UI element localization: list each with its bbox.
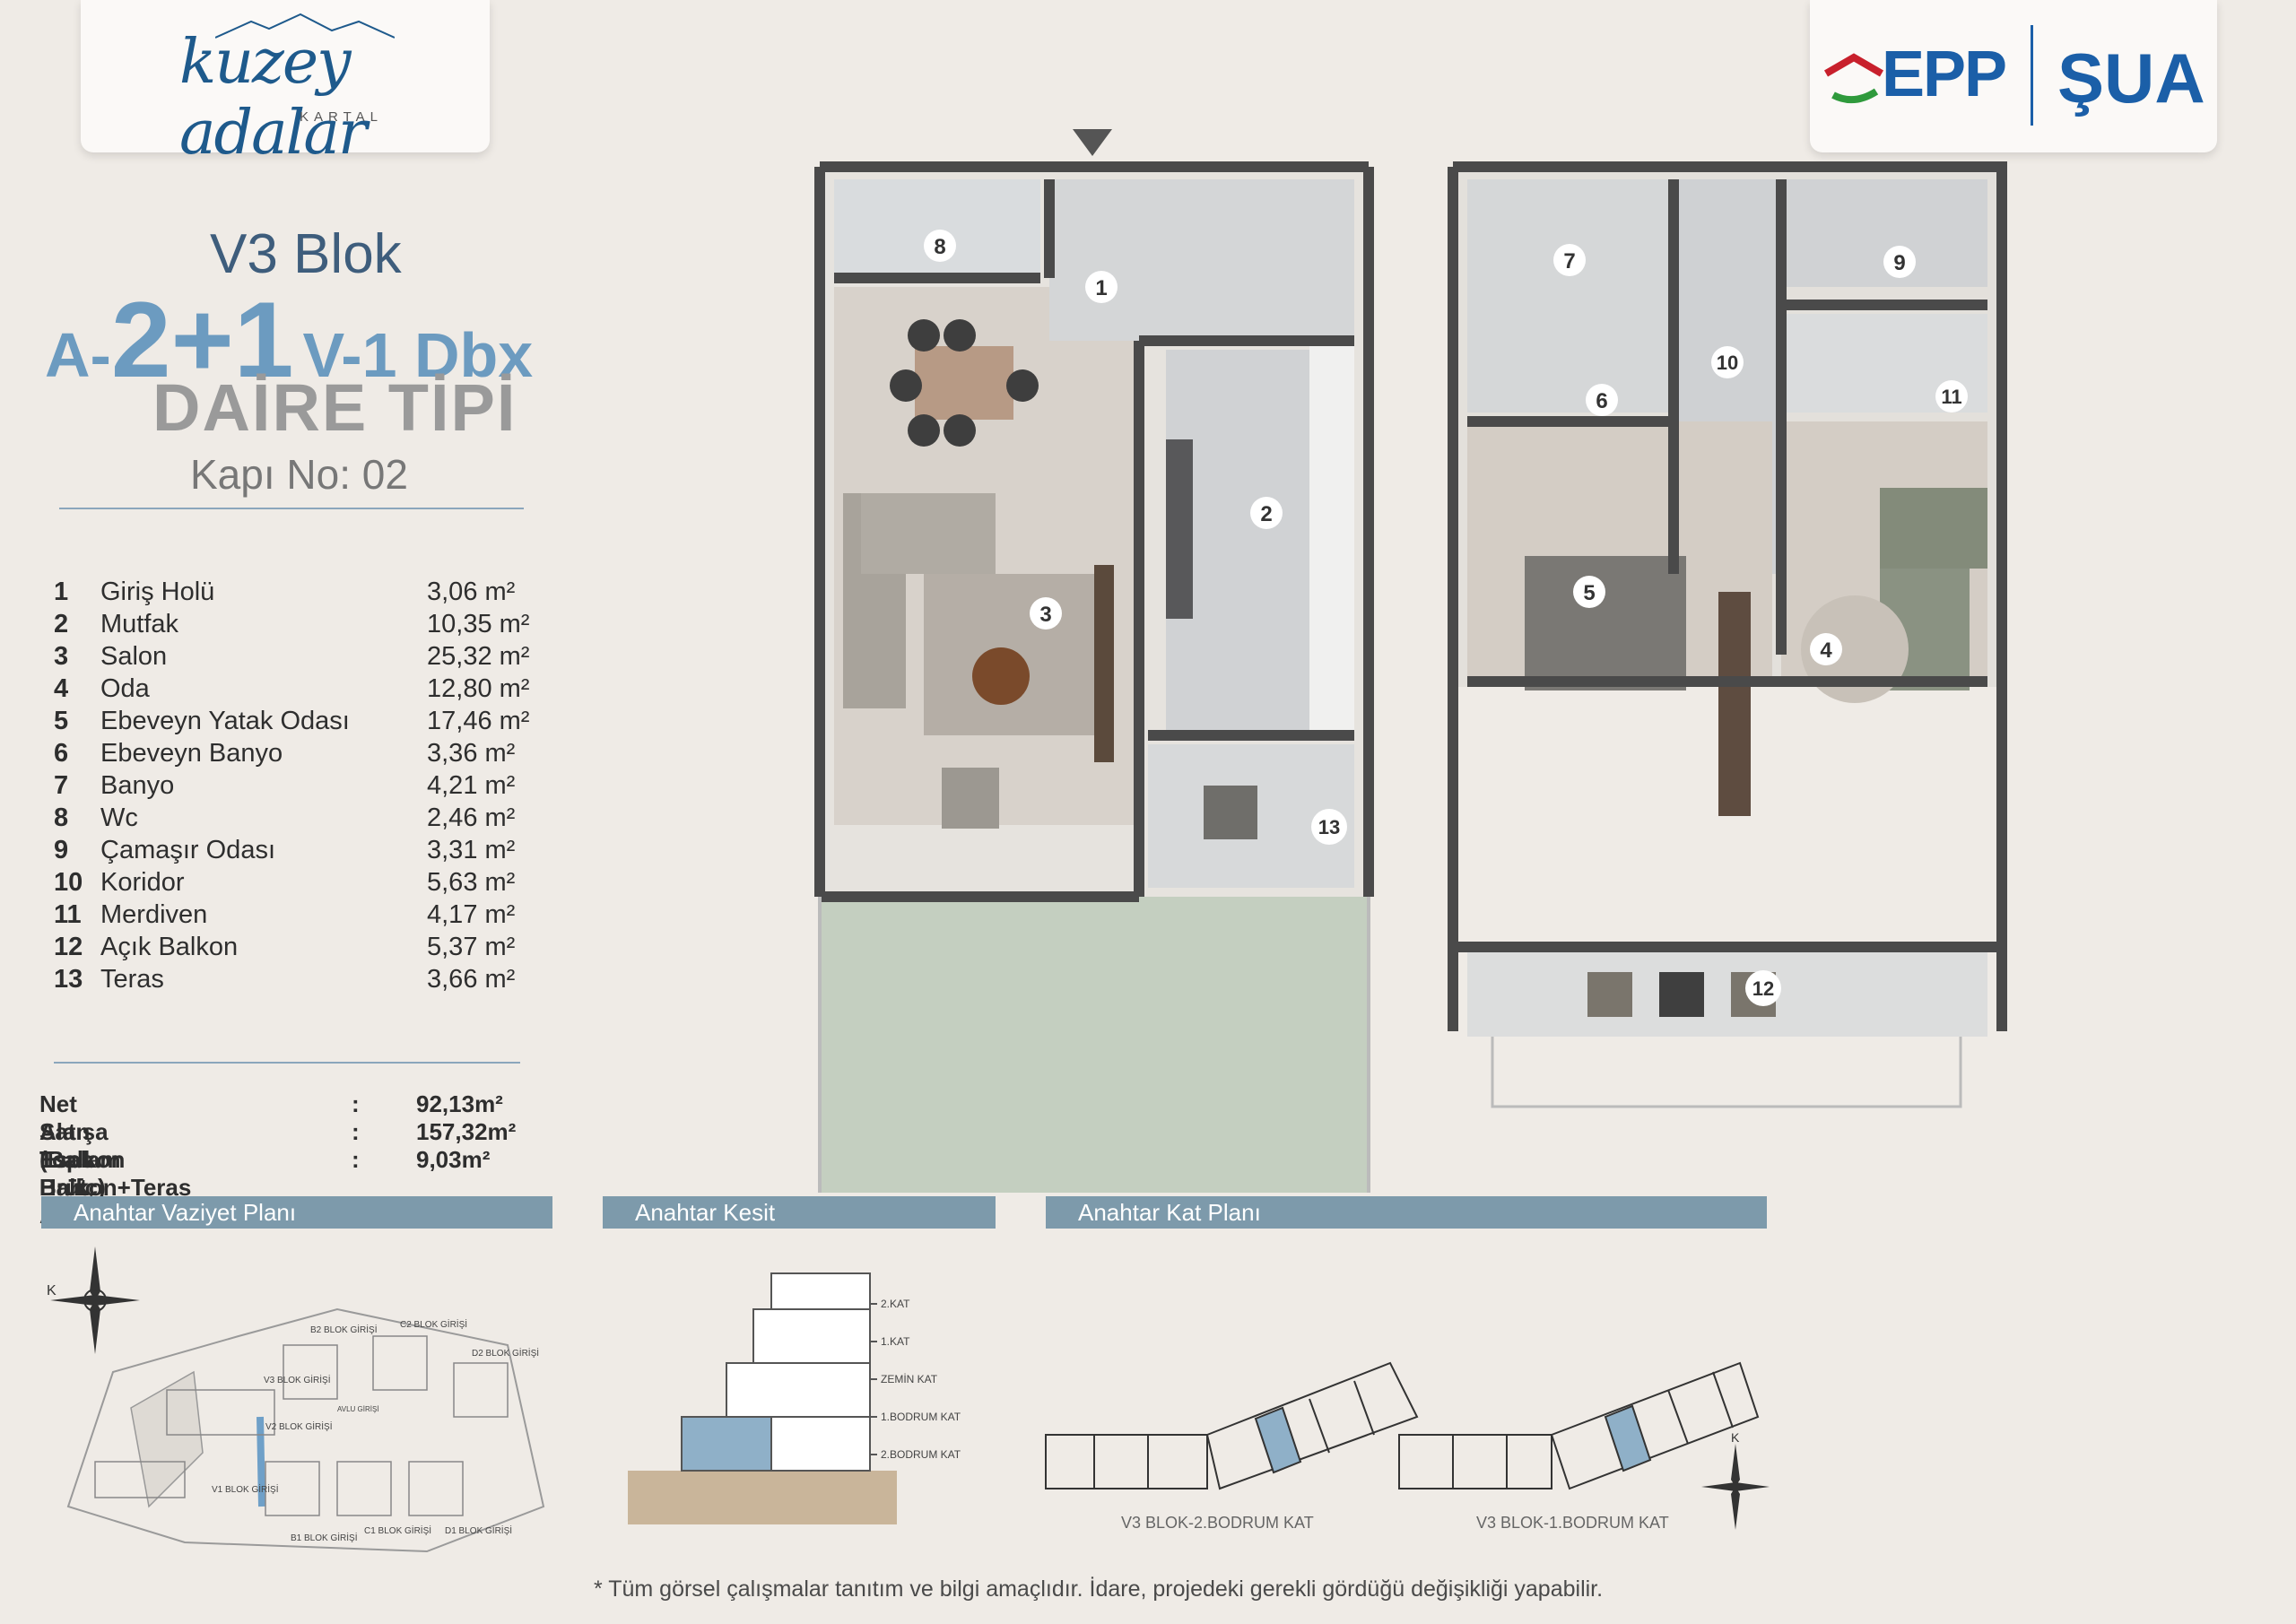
- site-label-d1: D1 BLOK GİRİŞİ: [445, 1524, 512, 1536]
- site-plan: K B2 BLOK GİRİŞİ C2 BLOK GİRİŞİ D2 BLOK …: [47, 1246, 545, 1553]
- level-label: 2.BODRUM KAT: [881, 1448, 961, 1461]
- entrance-arrow-icon: [1073, 129, 1112, 156]
- upper-floor-plan: [1448, 161, 2007, 1108]
- section-key-floor: Anahtar Kat Planı: [1046, 1196, 1767, 1229]
- plan-number-11: 11: [1941, 386, 1961, 408]
- site-label-v1: V1 BLOK GİRİŞİ: [212, 1483, 278, 1495]
- plan-number-12: 12: [1752, 977, 1774, 1000]
- site-label-b1: B1 BLOK GİRİŞİ: [291, 1532, 357, 1543]
- partner-sua: ŞUA: [2057, 39, 2205, 117]
- logo-subtext: KARTAL: [300, 109, 383, 125]
- type-main: 2+1: [110, 280, 294, 400]
- type-prefix: A-: [45, 320, 111, 390]
- partner-card: EPP ŞUA: [1810, 0, 2217, 152]
- site-label-c2: C2 BLOK GİRİŞİ: [400, 1318, 467, 1330]
- block-title: V3 Blok: [210, 223, 402, 285]
- key-floor-left-caption: V3 BLOK-2.BODRUM KAT: [1121, 1514, 1314, 1532]
- compass-icon: [1701, 1444, 1770, 1530]
- logo-mountains-icon: [215, 13, 395, 39]
- plan-number-4: 4: [1820, 638, 1832, 663]
- plan-number-13: 13: [1318, 816, 1340, 838]
- level-label: ZEMİN KAT: [881, 1373, 938, 1385]
- site-label-d2: D2 BLOK GİRİŞİ: [472, 1347, 539, 1359]
- site-label-avlu: AVLU GİRİŞİ: [337, 1405, 379, 1413]
- level-label: 2.KAT: [881, 1298, 910, 1310]
- level-label: 1.KAT: [881, 1335, 910, 1348]
- lower-floor-plan: [814, 161, 1374, 1193]
- key-floor-plans: V3 BLOK-2.BODRUM KAT V3 BLOK-1.BODRUM KA…: [1045, 1361, 1770, 1532]
- section-site-plan: Anahtar Vaziyet Planı: [41, 1196, 552, 1229]
- level-label: 1.BODRUM KAT: [881, 1411, 961, 1423]
- list-rule: [54, 1062, 520, 1064]
- plan-number-10: 10: [1717, 352, 1738, 374]
- site-label-v3: V3 BLOK GİRİŞİ: [264, 1374, 330, 1385]
- key-floor-right: V3 BLOK-1.BODRUM KAT: [1398, 1361, 1760, 1532]
- plan-number-8: 8: [934, 235, 945, 259]
- header-rule: [59, 508, 524, 509]
- door-number: Kapı No: 02: [190, 451, 408, 498]
- partner-divider: [2031, 25, 2033, 126]
- plan-number-7: 7: [1563, 249, 1575, 274]
- key-section: 2.KAT 1.KAT ZEMİN KAT 1.BODRUM KAT 2.BOD…: [628, 1272, 961, 1524]
- site-label-v2: V2 BLOK GİRİŞİ: [265, 1420, 332, 1432]
- key-floor-left: V3 BLOK-2.BODRUM KAT: [1045, 1361, 1419, 1532]
- site-north-label: K: [47, 1283, 57, 1298]
- site-label-b2: B2 BLOK GİRİŞİ: [310, 1324, 377, 1335]
- section-key-section: Anahtar Kesit: [603, 1196, 996, 1229]
- logo-card: kuzey adalar KARTAL: [81, 0, 490, 169]
- plan-room-markers: 1 2 3 4 5 6 7 8 9 10 11 12 13: [924, 230, 1968, 1006]
- key-floor-north: K: [1731, 1430, 1740, 1445]
- plan-number-9: 9: [1893, 251, 1905, 275]
- floor-plans: 1 2 3 4 5 6 7 8 9 10 11 12 13: [814, 129, 2007, 1193]
- plan-number-1: 1: [1095, 276, 1107, 300]
- site-label-c1: C1 BLOK GİRİŞİ: [364, 1524, 431, 1536]
- plan-number-6: 6: [1596, 389, 1607, 413]
- plan-number-5: 5: [1583, 581, 1595, 605]
- plan-number-2: 2: [1260, 502, 1272, 526]
- partner-epp: EPP: [1882, 39, 2007, 110]
- type-suffix: V-1 Dbx: [302, 320, 534, 390]
- logo-text: kuzey adalar: [179, 27, 367, 169]
- key-floor-right-caption: V3 BLOK-1.BODRUM KAT: [1476, 1514, 1669, 1532]
- plan-number-3: 3: [1039, 603, 1051, 627]
- compass-icon: [50, 1246, 140, 1354]
- footnote: * Tüm görsel çalışmalar tanıtım ve bilgi…: [594, 1576, 1604, 1602]
- epp-roof-icon: [1823, 53, 1884, 104]
- daire-tipi: DAİRE TİPİ: [152, 370, 517, 445]
